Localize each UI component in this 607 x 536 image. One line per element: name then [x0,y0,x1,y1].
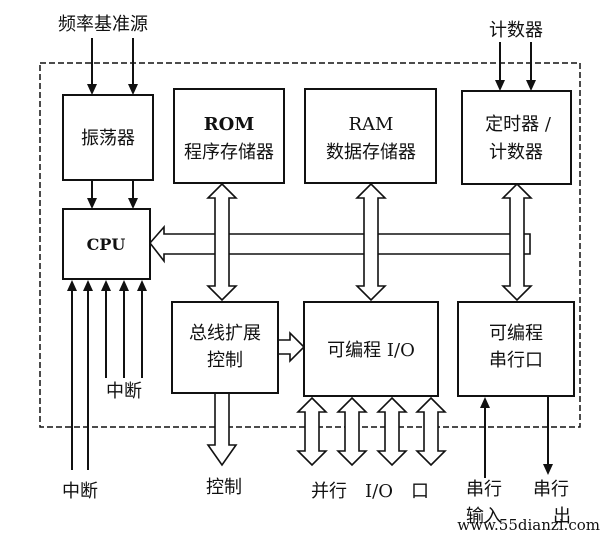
ram-block [304,88,437,184]
ram-subtitle: 数据存储器 [326,142,416,163]
interrupt-inner-label: 中断 [106,381,142,402]
interrupt-arrowhead-3 [101,280,111,291]
rom-subtitle: 程序存储器 [184,142,274,163]
rom-title: ROM [204,114,255,135]
ram-title: RAM [349,114,394,135]
parallel-io-label: 并行 I/O 口 [311,481,429,502]
busext-to-io-arrow [277,331,306,363]
oscillator-block [62,94,154,181]
timer-label-line2: 计数器 [489,142,543,163]
oscillator-label: 振荡器 [81,128,135,149]
cpu-block [62,208,151,280]
timer-bus-arrow [501,182,533,302]
osc-cpu-arrowhead-2 [128,198,138,209]
control-label: 控制 [206,477,242,498]
interrupt-outer-label: 中断 [62,481,98,502]
control-output-arrow [206,392,238,467]
bus-extension-label-line1: 总线扩展 [189,323,261,344]
parallel-io-arrow-1 [296,396,328,467]
interrupt-arrowhead-1 [67,280,77,291]
serial-input-label: 串行 [466,479,502,500]
serial-port-label-line1: 可编程 [489,323,543,344]
rom-block [173,88,285,184]
counter-in-arrowhead-1 [495,80,505,91]
bus-extension-block [171,301,279,394]
serial-port-label-line2: 串行口 [489,350,543,371]
ram-bus-arrow [355,182,387,302]
counter-in-arrowhead-2 [526,80,536,91]
timer-label-line1: 定时器 / [485,114,552,135]
serial-port-block [457,301,575,397]
parallel-io-arrow-4 [415,396,447,467]
timer-counter-block [461,90,572,185]
parallel-io-arrow-2 [336,396,368,467]
interrupt-arrowhead-4 [119,280,129,291]
parallel-io-arrow-3 [376,396,408,467]
freq-ref-arrowhead-2 [128,84,138,95]
serial-in-arrowhead [480,397,490,408]
watermark: www.55dianzi.com [457,516,600,534]
serial-input-label-2: 输入 [466,506,502,527]
internal-bus [148,224,531,264]
interrupt-arrowhead-2 [83,280,93,291]
bus-extension-label-line2: 控制 [207,350,243,371]
counter-input-label: 计数器 [489,20,543,41]
osc-cpu-arrowhead-1 [87,198,97,209]
programmable-io-block [303,301,439,397]
serial-out-arrowhead [543,464,553,475]
freq-ref-label: 频率基准源 [58,14,148,35]
programmable-io-label: 可编程 I/O [327,340,415,361]
rom-bus-arrow [206,182,238,302]
serial-output-label-2: 出 [553,506,571,527]
cpu-label: CPU [87,235,126,254]
interrupt-arrowhead-5 [137,280,147,291]
serial-output-label: 串行 [533,479,569,500]
freq-ref-arrowhead-1 [87,84,97,95]
